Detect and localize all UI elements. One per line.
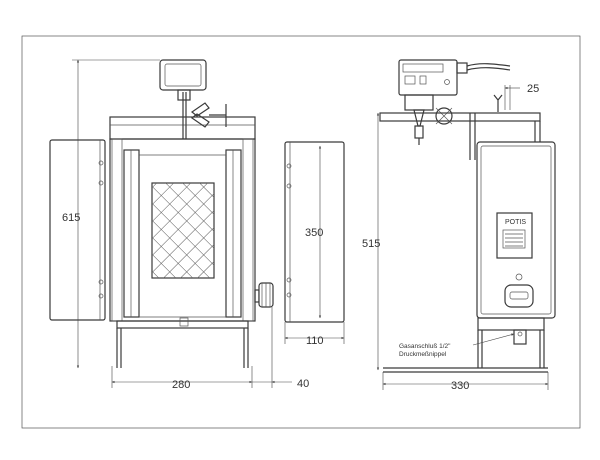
gas-connector xyxy=(513,329,527,345)
side-view: 25 POTIS Gasanschluß 1/2" Druckmeßnippel xyxy=(362,59,556,392)
gas-connection-label-line2: Druckmeßnippel xyxy=(399,351,447,358)
brand-plate xyxy=(496,212,533,259)
dim-label-side-depth: 330 xyxy=(451,380,469,392)
brand-plate-label: POTIS xyxy=(505,219,526,226)
side-wing-nut xyxy=(435,107,453,125)
front-view: 615 280 40 xyxy=(49,59,309,391)
dim-label-door-width: 110 xyxy=(306,335,324,347)
indicator-light xyxy=(515,273,523,281)
motor-box xyxy=(159,59,207,91)
dim-label-front-height: 615 xyxy=(62,212,80,224)
top-bar xyxy=(379,112,541,122)
door-view: 350 110 xyxy=(284,141,345,347)
dim-label-knob-offset: 40 xyxy=(297,378,309,390)
dim-label-door-height: 350 xyxy=(305,227,323,239)
door-hinge-top xyxy=(98,160,104,166)
dim-label-front-width: 280 xyxy=(172,379,190,391)
dim-label-top-offset: 25 xyxy=(527,83,539,95)
gas-connection-label-line1: Gasanschluß 1/2" xyxy=(399,343,451,350)
base-frame xyxy=(116,320,249,329)
right-burner-column xyxy=(225,149,242,318)
sheet-frame xyxy=(21,35,581,429)
hook xyxy=(493,94,503,112)
door-hinge-bottom xyxy=(98,279,104,285)
side-base xyxy=(477,317,545,331)
gas-valve-knob xyxy=(504,284,534,308)
side-motor-box xyxy=(398,59,458,96)
left-door xyxy=(49,139,106,321)
dim-label-side-height: 515 xyxy=(362,238,380,250)
wing-nut xyxy=(190,102,210,117)
right-door xyxy=(284,141,345,323)
power-cable xyxy=(466,63,511,67)
left-burner-column xyxy=(123,149,140,318)
